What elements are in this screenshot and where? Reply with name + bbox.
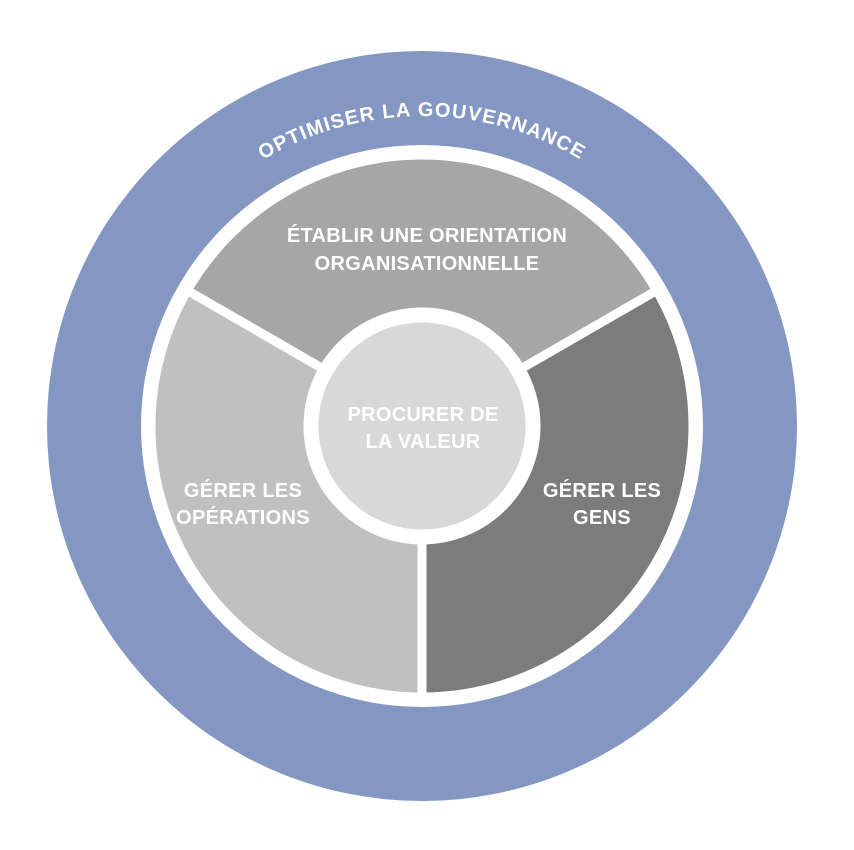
segment-left-label-line2: OPÉRATIONS <box>176 506 310 529</box>
segment-top-label: ÉTABLIR UNE ORIENTATION ORGANISATIONNELL… <box>287 224 567 275</box>
center-hub-circle <box>303 307 541 545</box>
segment-left-label-line1: GÉRER LES <box>184 479 302 502</box>
center-hub-label: PROCURER DE LA VALEUR <box>347 404 498 453</box>
segment-right-label: GÉRER LES GENS <box>543 479 661 529</box>
segment-right-label-line1: GÉRER LES <box>543 479 661 502</box>
segment-left-label: GÉRER LES OPÉRATIONS <box>176 479 310 529</box>
segment-top-label-line1: ÉTABLIR UNE ORIENTATION <box>287 224 567 247</box>
center-hub-label-line1: PROCURER DE <box>347 404 498 426</box>
center-hub-label-line2: LA VALEUR <box>366 431 481 453</box>
segment-right-label-line2: GENS <box>573 507 631 529</box>
segment-top-label-line2: ORGANISATIONNELLE <box>315 253 540 275</box>
